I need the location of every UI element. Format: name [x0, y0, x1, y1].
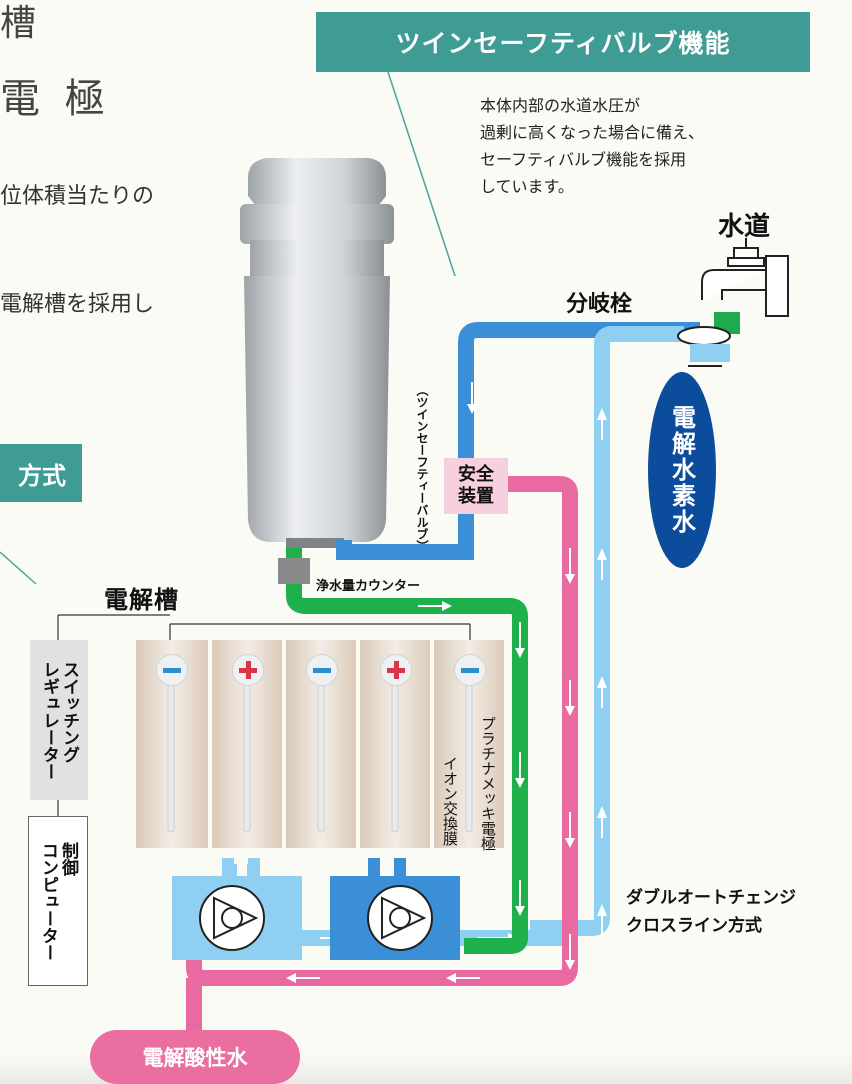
plus-electrode-icon — [380, 654, 412, 686]
branch-faucet-label: 分岐栓 — [566, 292, 633, 317]
switching-valve-right — [330, 858, 460, 960]
controller-label: 制御 コンピューター — [38, 841, 78, 961]
crossline-label: ダブルオートチェンジ クロスライン方式 — [626, 888, 796, 936]
minus-electrode-icon — [306, 654, 338, 686]
regulator-box: スイッチング レギュレーター — [30, 640, 88, 800]
left-fragment-subheading: 電 極 — [0, 76, 111, 122]
cell-bracket-lines — [57, 614, 471, 816]
tap-label: 水道 — [718, 212, 771, 242]
counter-label: 浄水量カウンター — [316, 579, 421, 594]
inlet-pipe — [458, 322, 700, 458]
filter-cartridge — [240, 158, 394, 548]
banner-pointer-line — [387, 71, 456, 277]
switching-valve-left — [172, 858, 302, 960]
controller-box: 制御 コンピューター — [28, 816, 88, 986]
feature-description: 本体内部の水道水圧が 過剰に高くなった場合に備え、 セーフティバルブ機能を採用 … — [480, 96, 705, 196]
membrane-label: イオン交換膜 — [441, 756, 459, 846]
minus-electrode-icon — [156, 654, 188, 686]
tab-pointer-line — [0, 551, 37, 585]
plus-electrode-icon — [232, 654, 264, 686]
filtered-water-pipe — [286, 548, 528, 954]
hydrogen-water-label: 電解水素水 — [667, 405, 696, 535]
twin-valve-label: （ツインセーフティーバルブ） — [415, 384, 429, 552]
acid-water-pipe — [186, 476, 578, 986]
left-fragment-text-2: 電解槽を採用し — [0, 292, 155, 317]
minus-electrode-icon — [454, 654, 486, 686]
left-fragment-text-1: 位体積当たりの — [0, 184, 155, 209]
left-section-tab: 方式 — [0, 444, 82, 502]
hydrogen-water-badge: 電解水素水 — [648, 372, 716, 568]
regulator-label: スイッチング レギュレーター — [39, 660, 79, 780]
left-fragment-heading: 槽 — [0, 3, 37, 44]
cell-label: 電解槽 — [104, 586, 179, 614]
electrode-label: プラチナメッキ電極 — [479, 716, 497, 851]
feature-banner: ツインセーフティバルブ機能 — [316, 12, 810, 72]
tap-icon — [677, 238, 789, 367]
safety-device-label: 安全 装置 — [444, 458, 508, 514]
flow-counter-box — [278, 558, 310, 584]
hydrogen-return-pipe — [594, 326, 684, 900]
acid-water-badge: 電解酸性水 — [90, 1030, 300, 1084]
